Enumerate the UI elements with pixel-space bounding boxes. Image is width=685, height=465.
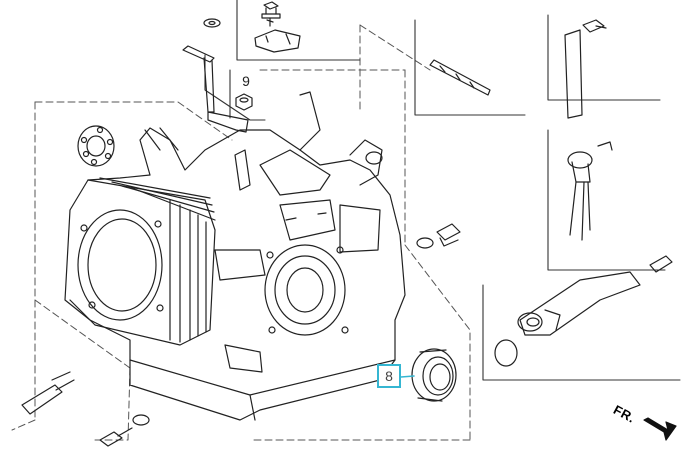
bolt-lower: [99, 414, 150, 447]
bolt-side: [416, 223, 461, 249]
leader-line-8: [400, 375, 415, 378]
washer-top: [203, 18, 221, 28]
stud-bolt: [21, 371, 75, 415]
oil-seal-part-8: [411, 348, 457, 402]
crankcase-body: [64, 91, 406, 421]
front-arrow-icon: [643, 417, 677, 441]
strap-bracket: [564, 19, 607, 119]
choke-lever: [182, 45, 249, 133]
ball-bearing: [77, 125, 115, 167]
bolt-top: [261, 1, 281, 27]
clip-bracket-top: [254, 29, 301, 53]
callout-label-9: 9: [242, 73, 250, 89]
callout-label-8-highlighted[interactable]: 8: [377, 364, 401, 388]
stud-rod: [429, 59, 491, 96]
nut-part-9: [235, 93, 253, 111]
dipstick-assembly: [494, 255, 673, 367]
dashed-boundary-lines: [11, 24, 471, 441]
oil-sensor: [567, 141, 613, 241]
